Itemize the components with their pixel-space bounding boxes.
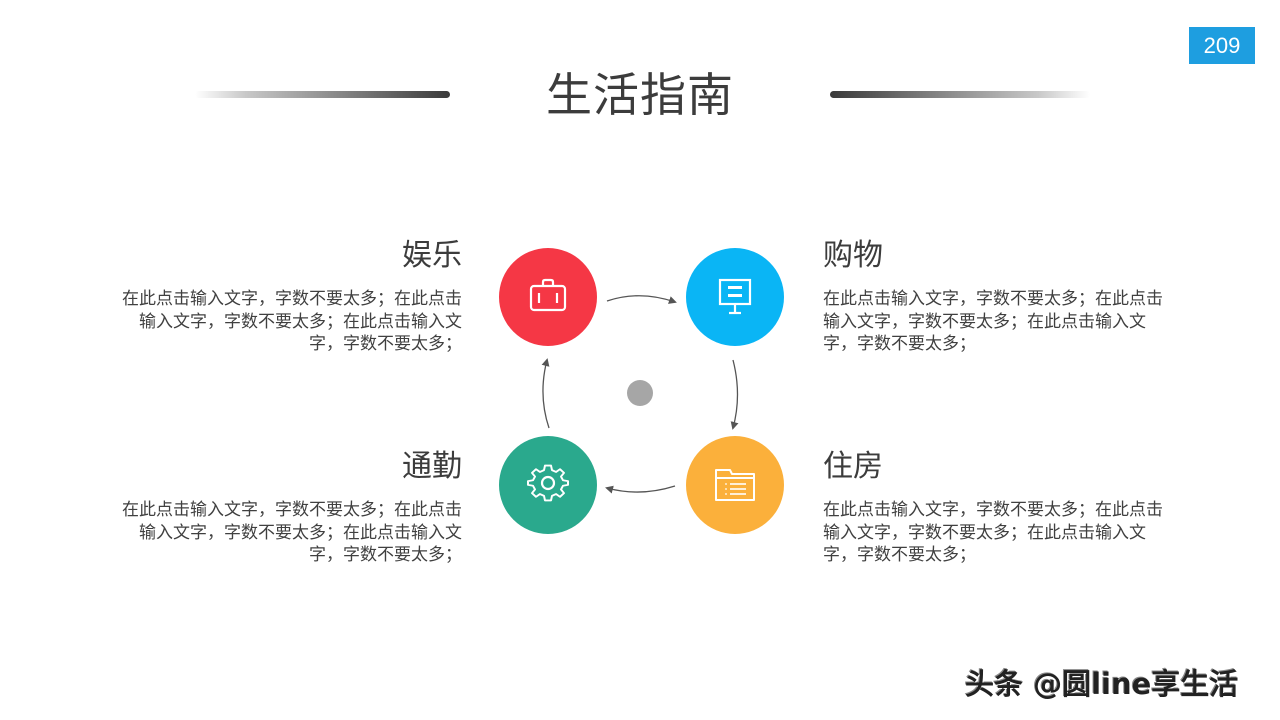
entertainment-heading: 娱乐 [402,238,462,273]
housing-text[interactable]: 在此点击输入文字，字数不要太多；在此点击输入文字，字数不要太多；在此点击输入文字… [823,500,1163,565]
housing-circle[interactable] [686,436,784,534]
shopping-circle[interactable] [686,248,784,346]
page-number-badge: 209 [1189,27,1255,64]
commute-text[interactable]: 在此点击输入文字，字数不要太多；在此点击输入文字，字数不要太多；在此点击输入文字… [122,500,462,565]
arrow-right [730,359,739,430]
suitcase-icon [529,278,567,312]
shopping-text[interactable]: 在此点击输入文字，字数不要太多；在此点击输入文字，字数不要太多；在此点击输入文字… [823,289,1163,354]
entertainment-text[interactable]: 在此点击输入文字，字数不要太多；在此点击输入文字，字数不要太多；在此点击输入文字… [122,289,462,354]
housing-heading: 住房 [823,449,883,484]
gear-icon [527,464,569,502]
arrow-top [606,295,677,304]
monitor-icon [718,278,752,315]
entertainment-block: 娱乐 在此点击输入文字，字数不要太多；在此点击输入文字，字数不要太多；在此点击输… [117,236,462,356]
shopping-block: 购物 在此点击输入文字，字数不要太多；在此点击输入文字，字数不要太多；在此点击输… [823,236,1168,356]
folder-icon [715,469,755,501]
title-decoration-right [830,91,1090,98]
commute-circle[interactable] [499,436,597,534]
center-dot [627,380,653,406]
housing-block: 住房 在此点击输入文字，字数不要太多；在此点击输入文字，字数不要太多；在此点击输… [823,447,1168,567]
arrow-left [541,358,550,429]
entertainment-circle[interactable] [499,248,597,346]
arrow-bottom [605,485,676,494]
commute-block: 通勤 在此点击输入文字，字数不要太多；在此点击输入文字，字数不要太多；在此点击输… [117,447,462,567]
shopping-heading: 购物 [823,238,883,273]
watermark: 头条 @圆line享生活 [965,667,1239,701]
commute-heading: 通勤 [402,449,462,484]
title-decoration-left [195,91,450,98]
page-title: 生活指南 [546,68,734,122]
